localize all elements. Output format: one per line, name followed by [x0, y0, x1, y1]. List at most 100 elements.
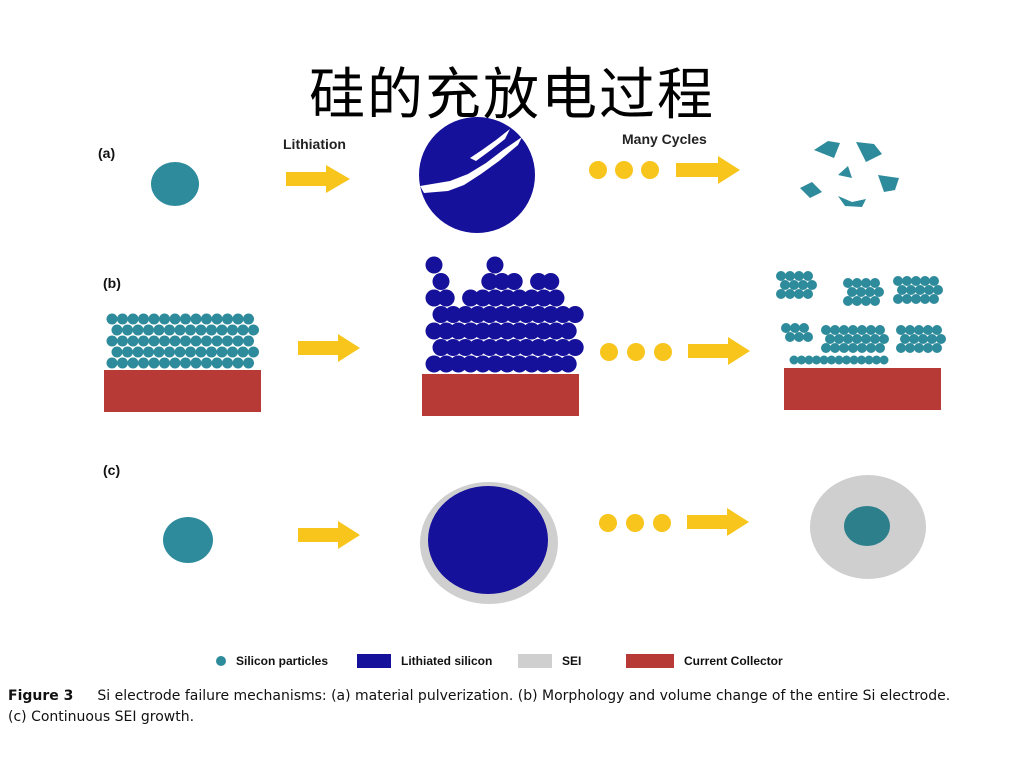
lithiated-particle — [486, 289, 504, 307]
caption-line-2: (c) Continuous SEI growth. — [8, 709, 195, 725]
lithiated-particle — [462, 355, 480, 373]
silicon-particle — [248, 324, 259, 336]
silicon-particle — [893, 294, 903, 304]
silicon-particle — [159, 313, 170, 325]
silicon-particle — [201, 335, 212, 347]
lithiated-particle — [493, 339, 511, 356]
silicon-particle — [933, 285, 943, 295]
silicon-particle — [785, 271, 795, 281]
silicon-particle — [905, 343, 915, 353]
lithiated-particle — [425, 355, 443, 373]
silicon-particle — [190, 335, 202, 347]
lithiated-particle — [559, 322, 577, 340]
silicon-particle — [117, 335, 128, 347]
lithiated-particle — [505, 273, 523, 290]
lithiated-particle — [462, 322, 480, 340]
lithiated-particle — [523, 355, 541, 373]
silicon-particle — [794, 332, 804, 342]
lithiated-particle — [530, 306, 548, 323]
silicon-particle — [185, 324, 196, 336]
silicon-particle — [852, 334, 862, 344]
silicon-particle — [852, 296, 862, 306]
lithiated-particle — [554, 306, 572, 323]
silicon-particle — [211, 335, 223, 347]
silicon-particle — [866, 343, 876, 353]
lithiated-particle — [469, 339, 487, 356]
arrow-b1 — [298, 334, 360, 362]
lithiated-particle — [469, 306, 487, 323]
silicon-particle — [843, 278, 853, 288]
legend-label-sei: SEI — [562, 654, 582, 668]
silicon-particle — [848, 343, 858, 353]
silicon-particle — [870, 334, 880, 344]
silicon-particle — [799, 323, 809, 333]
silicon-particle — [914, 343, 924, 353]
silicon-particle — [893, 276, 903, 286]
silicon-particle — [227, 324, 238, 336]
cycle-dots-b — [600, 343, 672, 361]
silicon-particle — [785, 289, 795, 299]
lithiated-particle — [474, 355, 492, 373]
silicon-particle — [834, 334, 844, 344]
silicon-particle — [248, 346, 259, 358]
lithiated-particle — [462, 289, 480, 307]
silicon-particle — [923, 343, 933, 353]
silicon-particle — [929, 294, 939, 304]
silicon-particle — [164, 346, 175, 358]
lithiated-particle — [432, 273, 450, 290]
silicon-particle — [190, 357, 202, 369]
silicon-particle — [789, 280, 799, 290]
lithiated-particle — [425, 256, 443, 274]
legend-item-lithiated: Lithiated silicon — [357, 654, 492, 668]
silicon-particle — [243, 335, 254, 347]
particle-with-thick-sei — [810, 475, 926, 579]
silicon-particle — [849, 355, 859, 365]
slide-title: 硅的充放电过程 — [309, 63, 715, 128]
panel-c — [163, 475, 926, 604]
silicon-particle — [879, 355, 889, 365]
silicon-particle — [117, 313, 128, 325]
silicon-particle — [164, 324, 175, 336]
silicon-particle — [932, 343, 942, 353]
silicon-particle — [830, 325, 840, 335]
lithiated-particle — [474, 322, 492, 340]
silicon-particle-c — [163, 517, 213, 563]
lithiated-particle — [510, 322, 528, 340]
lithiated-particle — [517, 339, 535, 356]
lithiated-particle — [542, 306, 560, 323]
silicon-particle — [861, 334, 871, 344]
silicon-particle — [911, 294, 921, 304]
panel-label-b: (b) — [103, 275, 121, 291]
silicon-particle — [905, 325, 915, 335]
lithiated-particle — [517, 306, 535, 323]
silicon-particle — [180, 335, 191, 347]
legend-item-collector: Current Collector — [626, 654, 783, 668]
silicon-particle — [138, 335, 149, 347]
lithiated-particle — [432, 339, 450, 356]
silicon-particle — [169, 313, 181, 325]
silicon-particle — [870, 296, 880, 306]
silicon-particle — [812, 355, 821, 365]
legend-label-collector: Current Collector — [684, 654, 783, 668]
lithiated-particle — [481, 339, 499, 356]
silicon-particle — [924, 285, 934, 295]
silicon-particle — [902, 276, 912, 286]
silicon-particle — [857, 343, 867, 353]
lithiated-particle — [444, 339, 462, 356]
legend: Silicon particles Lithiated silicon SEI … — [0, 654, 1024, 674]
lithiated-particle — [486, 355, 504, 373]
silicon-particle — [843, 296, 853, 306]
silicon-particle — [794, 289, 804, 299]
lithiated-particle — [486, 256, 504, 274]
current-collector-b2 — [422, 374, 579, 416]
silicon-particle — [789, 355, 799, 365]
current-collector-b1 — [104, 370, 261, 412]
silicon-particle — [111, 324, 123, 336]
silicon-particle — [180, 357, 191, 369]
silicon-particle — [839, 343, 849, 353]
silicon-particle — [153, 346, 165, 358]
lithiated-particle — [535, 322, 553, 340]
silicon-particle — [861, 296, 871, 306]
silicon-particle — [821, 325, 831, 335]
